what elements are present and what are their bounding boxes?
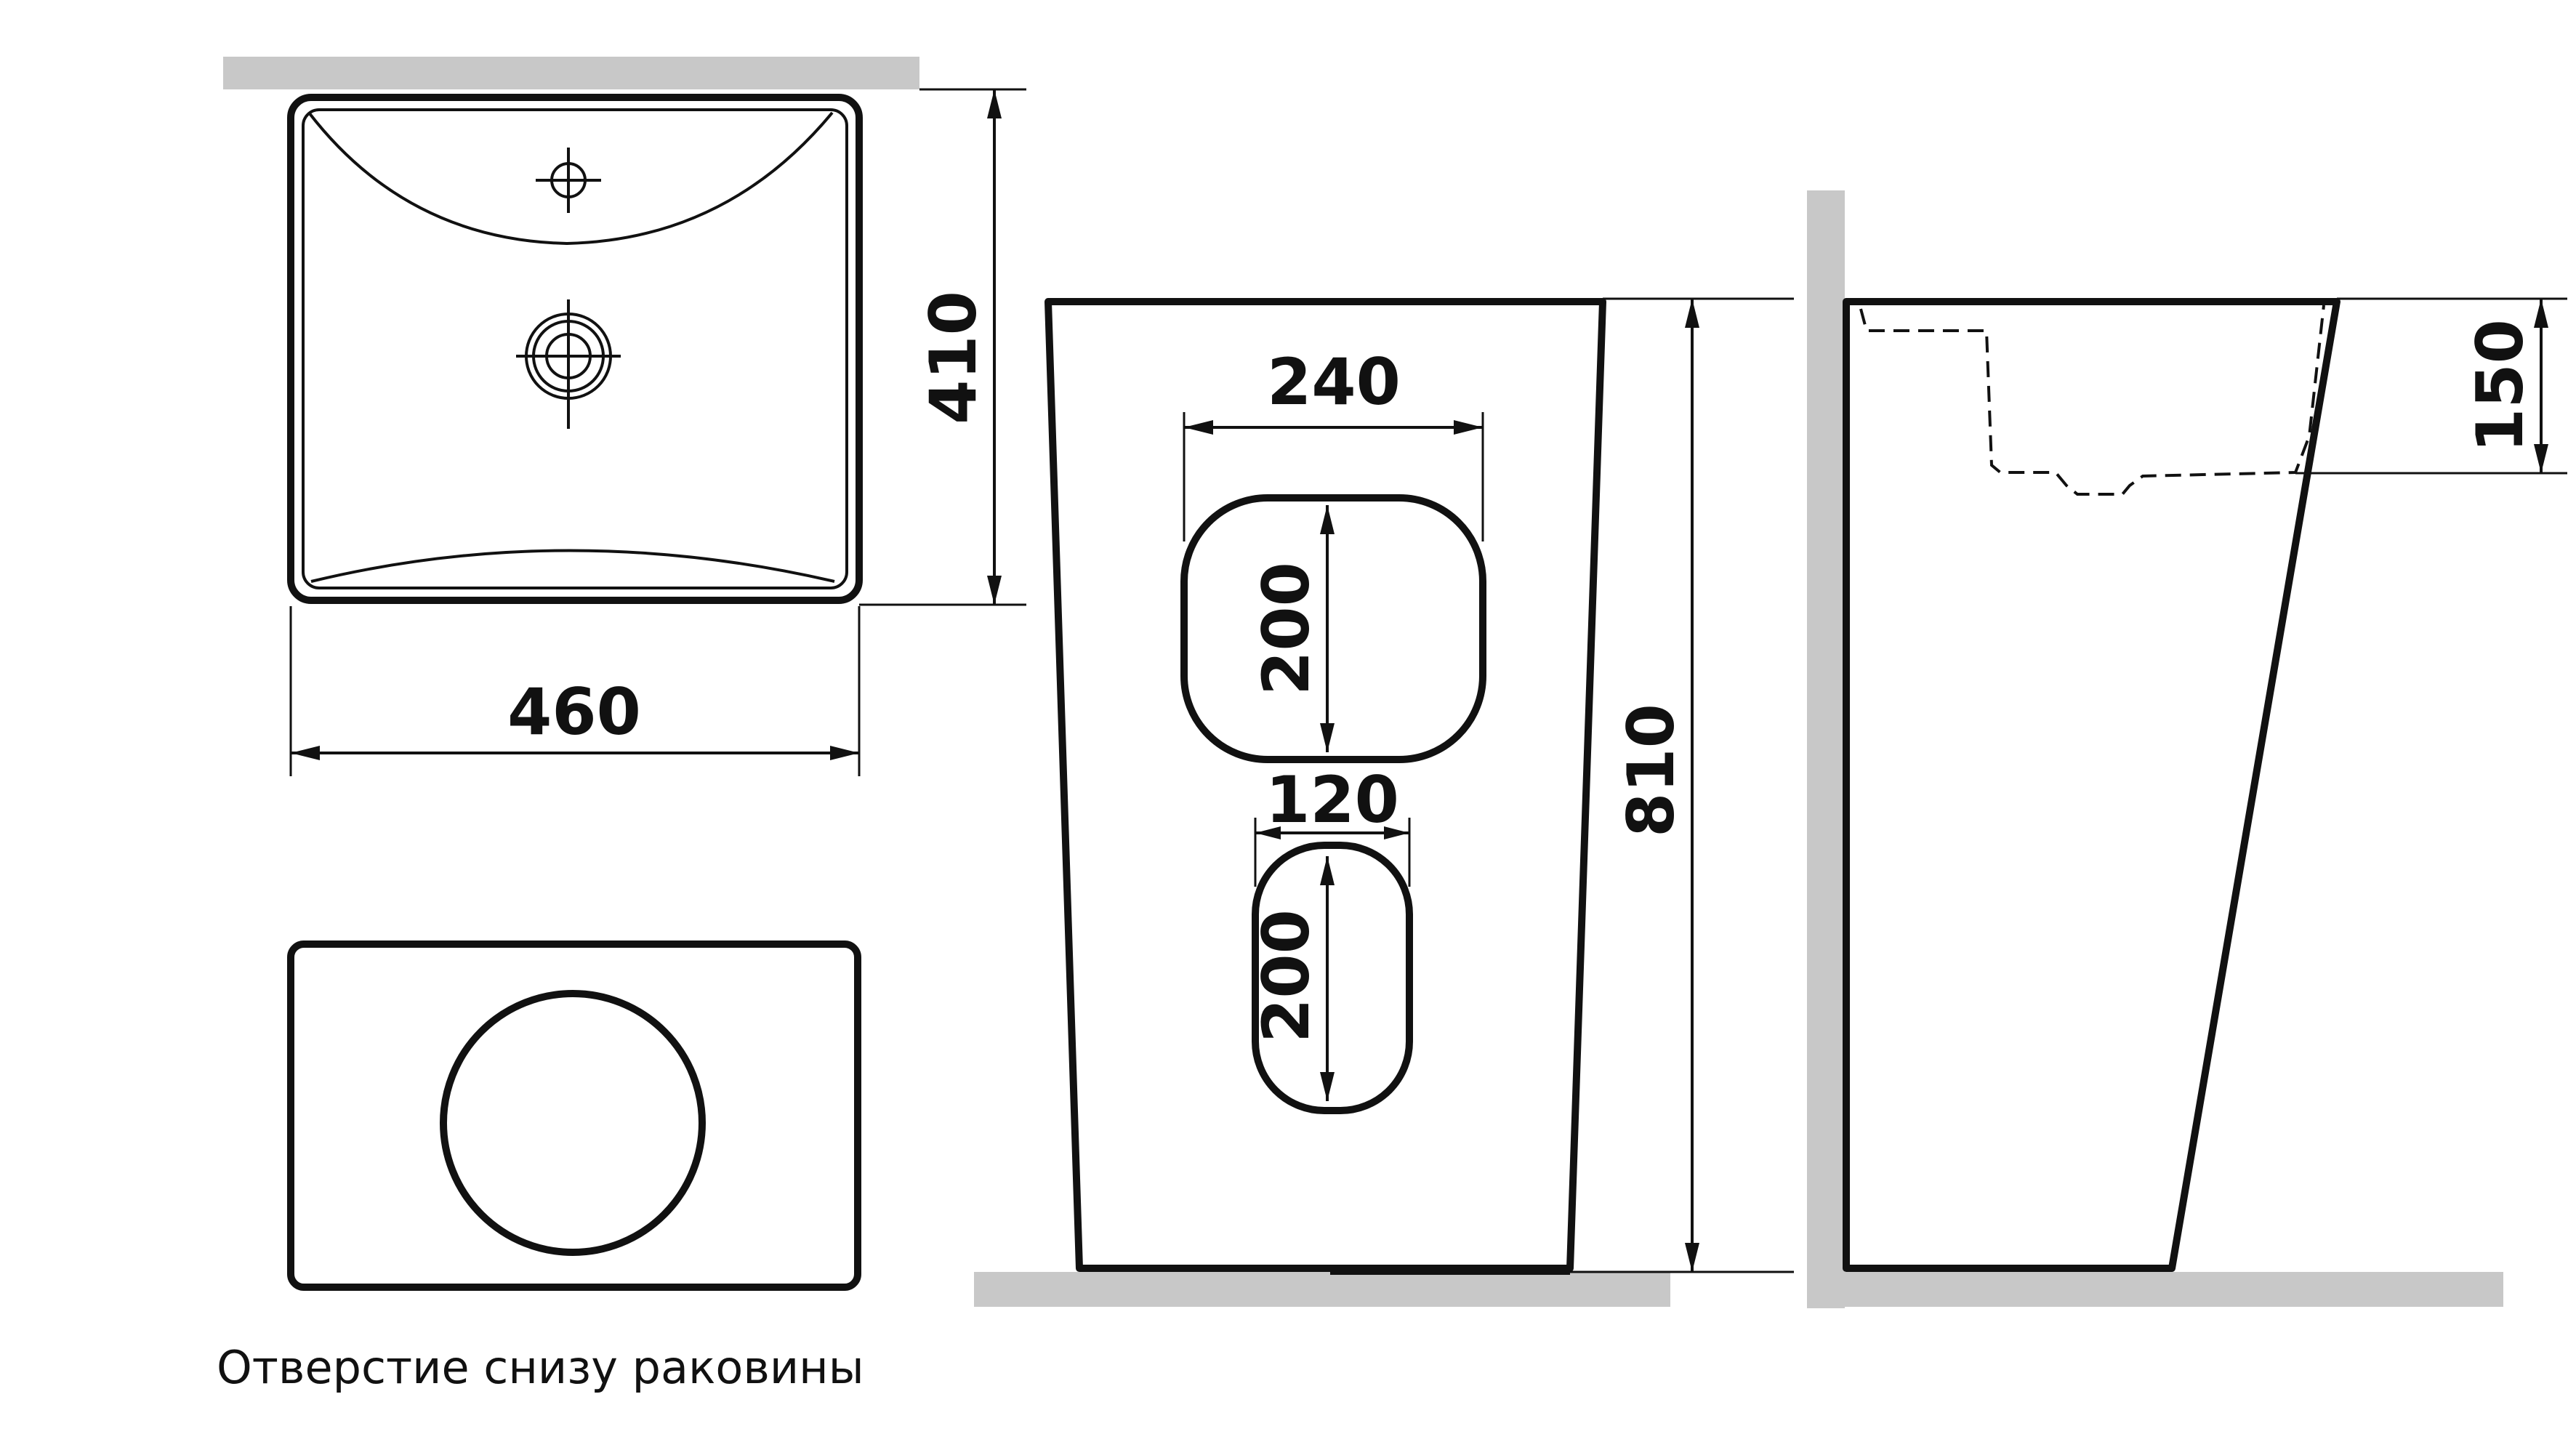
bottom-view-outline: [287, 940, 861, 1291]
upper-opening-height-label: 200: [1249, 562, 1324, 696]
width-dimension-460: 460: [289, 606, 861, 776]
front-view: 240 200 120 200: [974, 297, 1794, 1307]
top-view-wall: [223, 57, 919, 89]
depth-dimension-410: 410: [859, 88, 1026, 606]
front-view-outline: [1045, 298, 1606, 1272]
bowl-depth-150-label: 150: [2463, 319, 2537, 453]
bottom-hole-caption: Отверстие снизу раковины: [217, 1341, 864, 1394]
side-view-floor: [1807, 1272, 2503, 1307]
top-view-bowl-front-curve: [310, 549, 835, 583]
side-view-outline: [1843, 298, 2340, 1272]
drain-hole-icon: [516, 299, 621, 429]
upper-opening-height-dimension: 200: [1249, 505, 1335, 752]
height-dimension-810: 810: [1570, 297, 1794, 1273]
height-810-label: 810: [1614, 704, 1689, 837]
lower-opening-height-dimension: 200: [1249, 856, 1335, 1101]
bottom-view: [287, 940, 861, 1291]
lower-opening-width-label: 120: [1265, 762, 1399, 837]
front-view-floor: [974, 1272, 1670, 1307]
upper-opening-width-dimension: 240: [1183, 345, 1484, 541]
faucet-hole-icon: [536, 148, 601, 213]
depth-410-label: 410: [916, 291, 991, 424]
lower-opening-height-label: 200: [1249, 909, 1324, 1043]
top-view-bowl-back-curve: [307, 111, 834, 246]
lower-wall-opening: [1252, 842, 1413, 1114]
lower-opening-width-dimension: 120: [1254, 762, 1411, 887]
side-view-bowl-hidden-line: [1859, 305, 2325, 496]
upper-opening-width-label: 240: [1267, 345, 1401, 419]
side-view-wall: [1807, 190, 1845, 1308]
width-460-label: 460: [507, 674, 641, 749]
top-view-inner-outline: [302, 108, 848, 589]
bottom-drain-opening: [440, 990, 706, 1256]
bowl-depth-dimension-150: 150: [2295, 297, 2567, 475]
top-view: 460 410: [223, 57, 1026, 776]
top-view-outer-outline: [287, 94, 863, 604]
upper-wall-opening: [1180, 494, 1486, 763]
side-view: 150: [1807, 190, 2567, 1308]
